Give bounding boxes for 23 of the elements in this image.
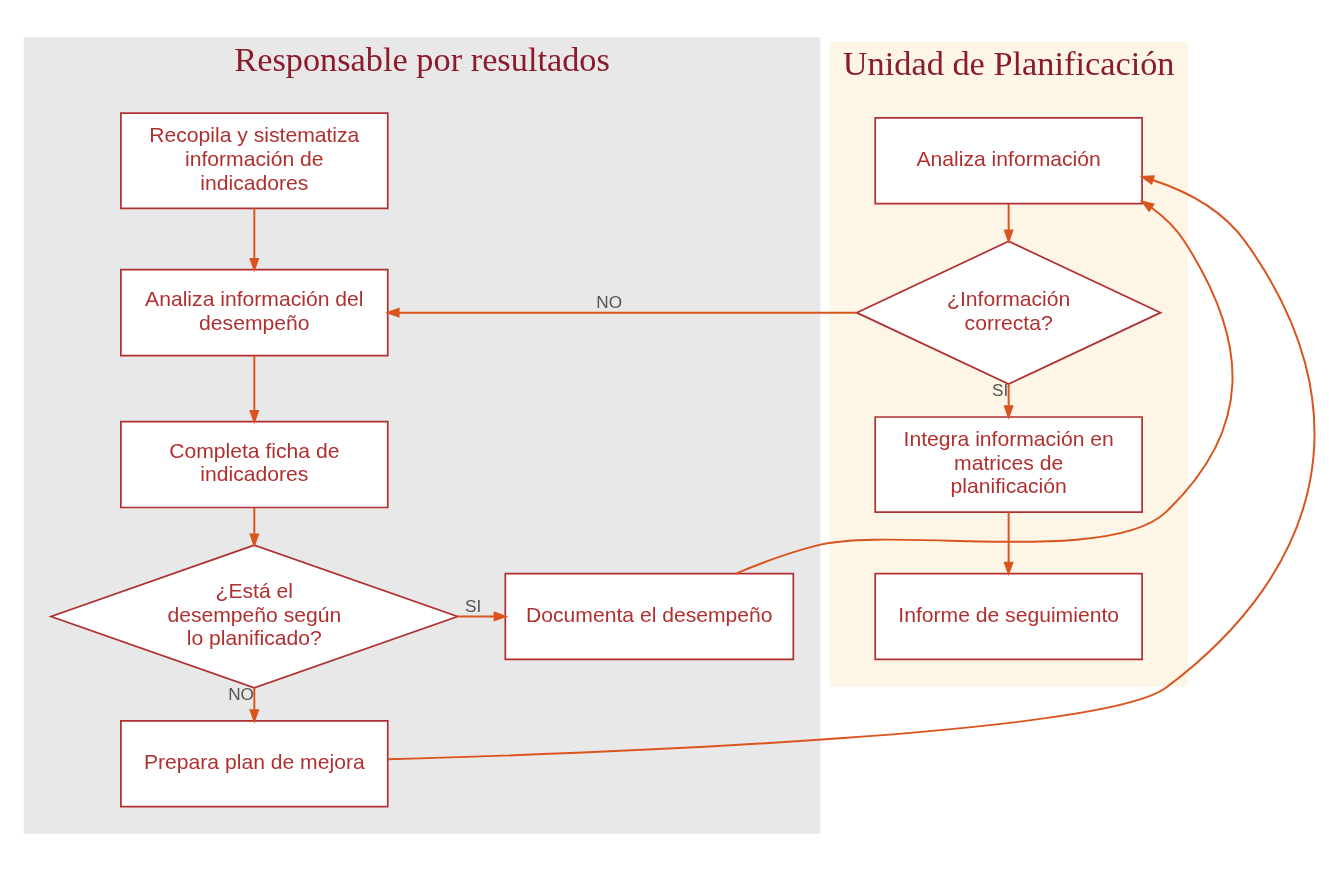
node-diamond: ¿Está el desempeño según lo planificado?: [48, 544, 461, 689]
arrow: [249, 687, 260, 724]
edge-label: SI: [465, 595, 482, 616]
node-box: Informe de seguimiento: [874, 572, 1143, 661]
node-box: Analiza información: [874, 116, 1143, 205]
node-box: Integra información en matrices de planificación: [874, 416, 1143, 513]
node-box: Completa ficha de indicadores: [120, 420, 389, 509]
node-box: Documenta el desempeño: [504, 572, 795, 661]
arrow: [385, 307, 858, 318]
arrow: [249, 207, 260, 273]
arrow: [387, 175, 1316, 761]
arrow: [456, 611, 509, 622]
node-diamond: ¿Información correcta?: [854, 240, 1163, 385]
arrow: [1003, 511, 1014, 577]
node-box: Analiza información del desempeño: [120, 268, 389, 357]
arrow: [249, 506, 260, 548]
arrow: [1003, 383, 1014, 420]
node-box: Prepara plan de mejora: [120, 720, 389, 808]
arrow: [734, 200, 1234, 575]
arrow: [1003, 203, 1014, 245]
edge-label: NO: [596, 291, 623, 312]
arrow: [249, 354, 260, 425]
node-box: Recopila y sistematiza información de indicadores: [120, 112, 389, 210]
